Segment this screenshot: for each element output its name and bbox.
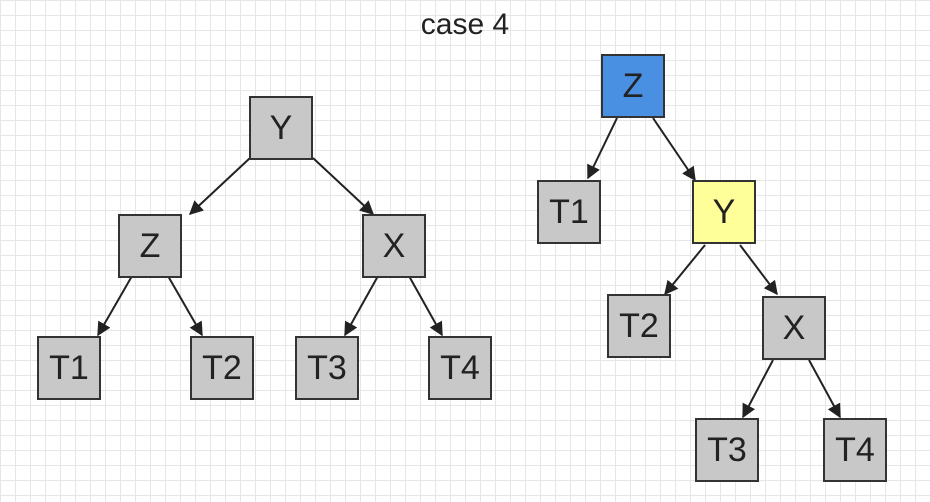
before-node-z: Z <box>118 214 182 278</box>
edge-before-z-t2 <box>167 275 203 337</box>
after-node-t3: T3 <box>695 418 759 482</box>
edge-before-x-t3 <box>344 275 379 337</box>
edge-after-y-t2 <box>664 244 706 296</box>
after-node-t2: T2 <box>607 294 671 358</box>
edge-after-z-y <box>652 117 696 182</box>
before-node-y: Y <box>249 96 313 160</box>
edge-before-y-z <box>188 157 251 215</box>
after-node-y: Y <box>692 180 756 244</box>
edge-after-z-t1 <box>587 117 618 180</box>
edge-before-x-t4 <box>408 275 443 337</box>
after-node-z: Z <box>601 54 665 118</box>
edge-after-x-t4 <box>808 359 841 419</box>
after-node-t4: T4 <box>823 418 887 482</box>
before-node-t3: T3 <box>295 336 359 400</box>
after-node-x: X <box>762 296 826 360</box>
diagram-title: case 4 <box>420 8 510 41</box>
edge-after-y-x <box>739 244 778 296</box>
edge-before-y-x <box>312 157 375 215</box>
edge-after-x-t3 <box>742 359 774 419</box>
before-node-t1: T1 <box>37 336 101 400</box>
before-node-x: X <box>362 214 426 278</box>
before-node-t4: T4 <box>428 336 492 400</box>
edge-before-z-t1 <box>97 275 133 337</box>
after-node-t1: T1 <box>537 180 601 244</box>
before-node-t2: T2 <box>190 336 254 400</box>
